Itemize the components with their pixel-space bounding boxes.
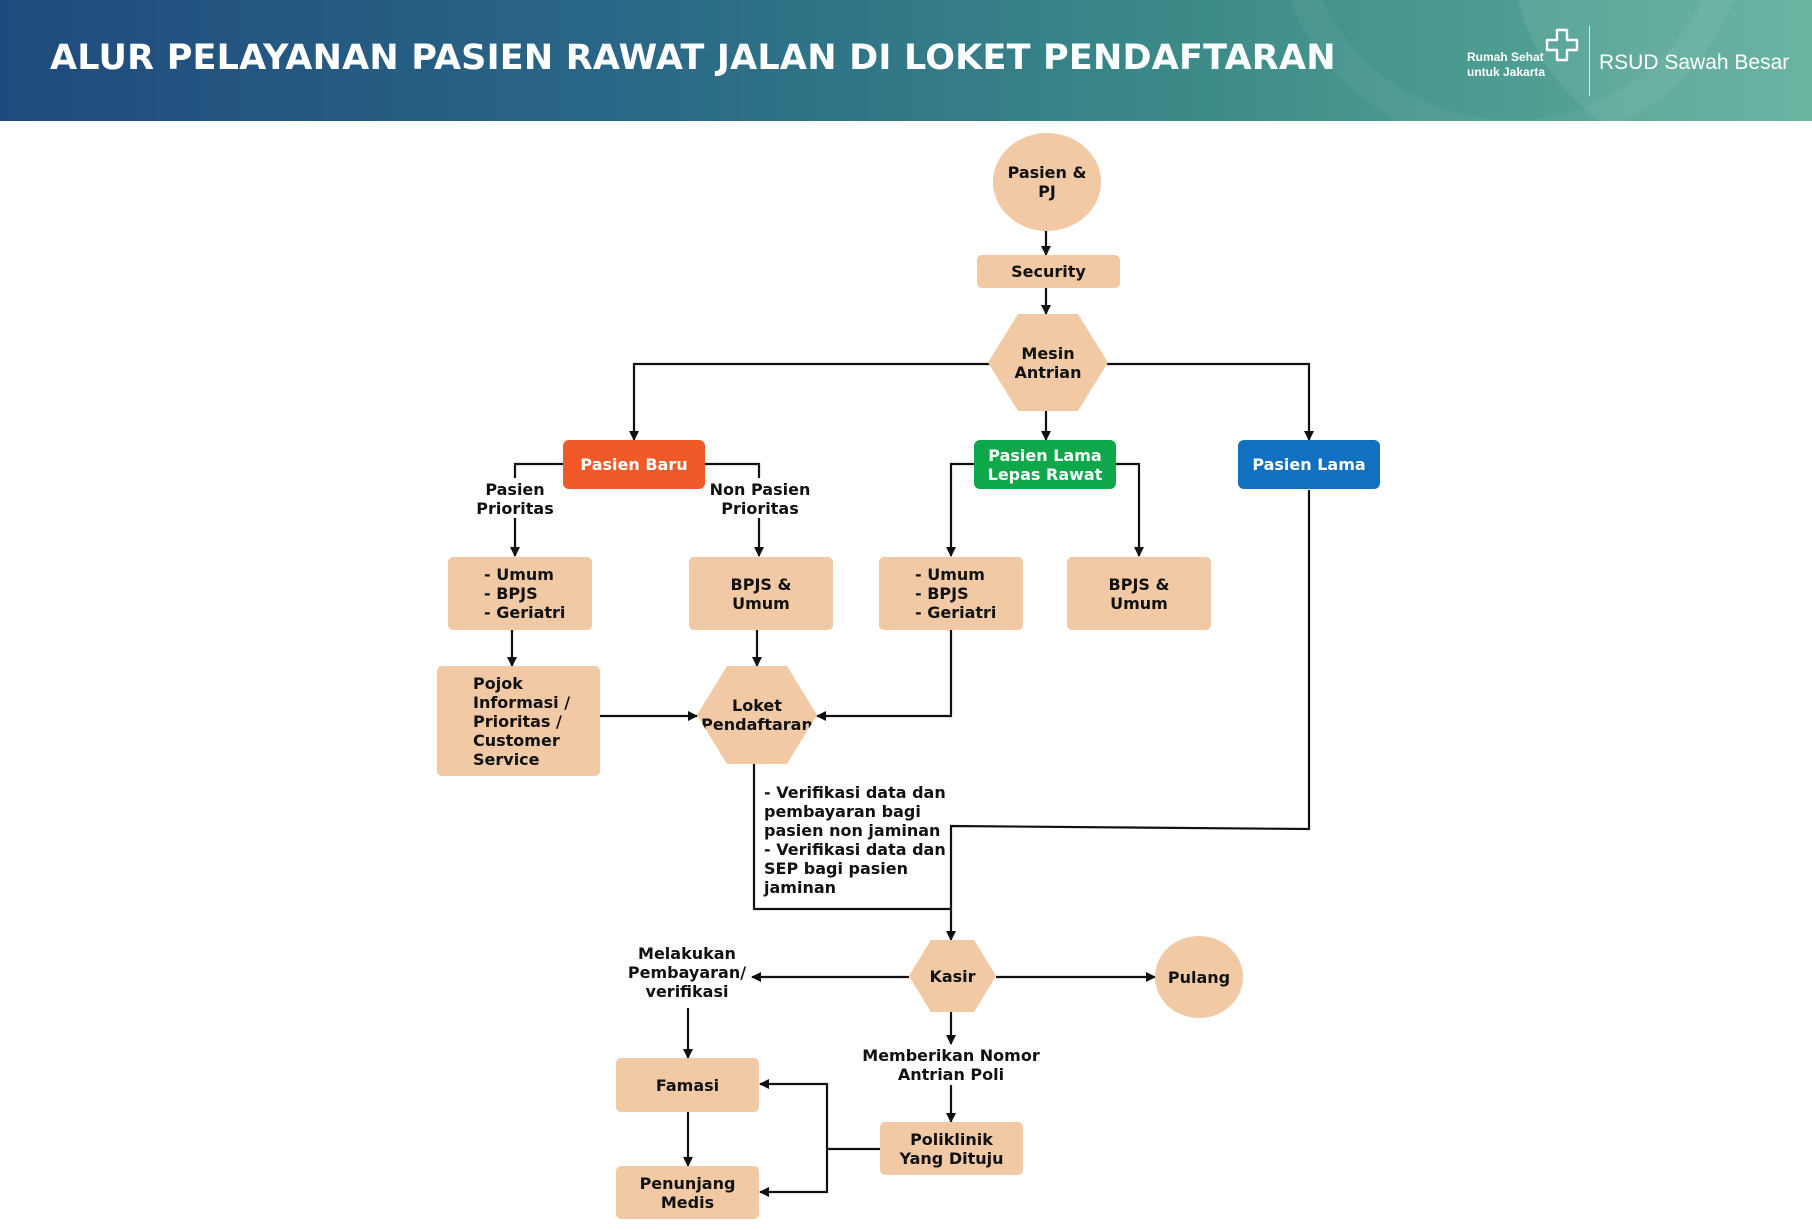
brand-name: RSUD Sawah Besar <box>1599 51 1790 74</box>
node-famasi: Famasi <box>616 1058 759 1112</box>
node-security: Security <box>977 255 1120 288</box>
arrow-baru-to-non-prioritas <box>705 462 759 556</box>
node-pasien-lama: Pasien Lama <box>1238 440 1380 489</box>
label-memberikan-nomor: Memberikan Nomor Antrian Poli <box>862 1046 1040 1084</box>
node-pasien-pj: Pasien & PJ <box>993 133 1101 231</box>
node-pojok-informasi: Pojok Informasi / Prioritas / Customer S… <box>437 666 600 776</box>
arrow-pasien-lama-to-kasir <box>949 490 1311 909</box>
node-bpjs-umum-non-prioritas: BPJS & Umum <box>689 557 833 630</box>
cross-icon <box>1545 28 1579 62</box>
label-non-pasien-prioritas: Non Pasien Prioritas <box>709 480 811 518</box>
page-title: ALUR PELAYANAN PASIEN RAWAT JALAN DI LOK… <box>50 38 1336 78</box>
node-bpjs-umum-lepas-rawat: BPJS & Umum <box>1067 557 1211 630</box>
node-umum-bpjs-geriatri-prioritas: - Umum - BPJS - Geriatri <box>448 557 592 630</box>
arrow-lepas-to-bpjs <box>1116 462 1144 557</box>
node-penunjang-medis: Penunjang Medis <box>616 1166 759 1219</box>
arrow-umum2-to-loket <box>816 630 953 721</box>
arrow-mesin-to-pasien-lama <box>1107 362 1314 441</box>
node-poliklinik: Poliklinik Yang Dituju <box>880 1122 1023 1175</box>
node-umum-bpjs-geriatri-lepas-rawat: - Umum - BPJS - Geriatri <box>879 557 1023 630</box>
label-melakukan-pembayaran: Melakukan Pembayaran/ verifikasi <box>627 944 747 1001</box>
arrow-poliklinik-to-famasi <box>759 1079 880 1151</box>
header-banner: ALUR PELAYANAN PASIEN RAWAT JALAN DI LOK… <box>0 0 1812 121</box>
node-pasien-baru: Pasien Baru <box>563 440 705 489</box>
node-pulang: Pulang <box>1155 936 1243 1018</box>
label-pasien-prioritas: Pasien Prioritas <box>476 480 554 518</box>
brand-tagline: Rumah Sehat untuk Jakarta <box>1467 50 1546 79</box>
node-kasir: Kasir <box>909 940 996 1012</box>
node-pasien-lama-lepas-rawat: Pasien Lama Lepas Rawat <box>974 440 1116 489</box>
arrow-lepas-to-umum <box>946 462 974 557</box>
arrow-loket-to-kasir <box>752 764 956 941</box>
brand-divider <box>1589 26 1590 96</box>
arrow-baru-to-prioritas <box>515 462 563 556</box>
arrow-poliklinik-to-penunjang <box>759 1149 829 1197</box>
arrow-mesin-to-pasien-baru <box>629 362 991 441</box>
label-verifikasi: - Verifikasi data dan pembayaran bagi pa… <box>764 783 946 897</box>
